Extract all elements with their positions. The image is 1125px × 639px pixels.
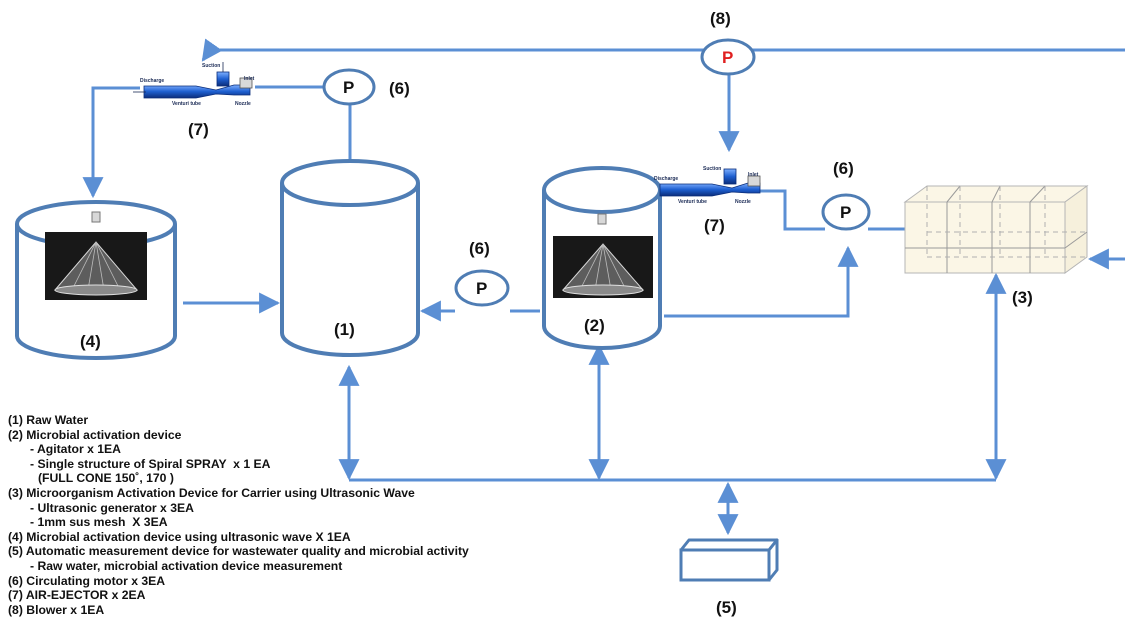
legend-item: - Raw water, microbial activation device…: [30, 558, 343, 573]
label-tank-2: (2): [584, 316, 605, 335]
label-box-5: (5): [716, 598, 737, 617]
pump-6-top: P (6): [322, 68, 410, 106]
tank-2-microbial-activation: (2): [542, 166, 662, 350]
pump-6-right: P (6): [821, 159, 871, 231]
legend-item: (7) AIR-EJECTOR x 2EA: [8, 588, 146, 603]
label-blower-8: (8): [710, 9, 731, 28]
label-pump-6-right: (6): [833, 159, 854, 178]
air-ejector-7-left: Suction Discharge Inlet Venturi tube Noz…: [133, 62, 255, 139]
legend-item: (4) Microbial activation device using ul…: [8, 529, 351, 544]
pump-letter: P: [840, 203, 851, 222]
pump-letter: P: [343, 78, 354, 97]
box-3-carrier-ultrasonic-device: (3): [903, 185, 1089, 307]
spray-nozzle-right: [597, 213, 607, 225]
legend-item: (3) Microorganism Activation Device for …: [8, 485, 415, 500]
ejector-right-venturi-text: Venturi tube: [678, 199, 707, 205]
blower-letter: P: [722, 48, 733, 67]
ejector-left-venturi-text: Venturi tube: [172, 101, 201, 107]
air-ejector-7-right: Suction Discharge Inlet Venturi tube Noz…: [654, 166, 761, 235]
pump-letter: P: [476, 279, 487, 298]
pipe-blower-to-ejector-left: [201, 38, 1125, 62]
pipe-ejector-left-to-tank4: [82, 86, 140, 199]
pipe-tank2-to-pump-right: [664, 245, 859, 318]
legend-item: - 1mm sus mesh X 3EA: [30, 515, 168, 530]
pump-6-middle: P (6): [454, 239, 510, 307]
label-tank-1: (1): [334, 320, 355, 339]
spray-nozzle-left: [91, 211, 101, 223]
ejector-right-inlet-text: Inlet: [748, 172, 759, 178]
legend-item: (6) Circulating motor x 3EA: [8, 573, 166, 588]
ejector-left-suction-text: Suction: [202, 63, 220, 69]
ejector-left-nozzle-text: Nozzle: [235, 101, 251, 107]
label-box-3: (3): [1012, 288, 1033, 307]
legend-item: (8) Blower x 1EA: [8, 602, 105, 617]
ejector-left-inlet-text: Inlet: [244, 76, 255, 82]
ejector-right-suction-text: Suction: [703, 166, 721, 172]
pipe-pump-right-to-ejector: [752, 189, 825, 231]
tank-4-ultrasonic-device: (4): [15, 200, 177, 360]
legend-item: - Single structure of Spiral SPRAY x 1 E…: [30, 456, 271, 471]
box-5-measurement-device: (5): [679, 538, 779, 617]
ejector-left-discharge-text: Discharge: [140, 78, 164, 84]
ejector-right-discharge-text: Discharge: [654, 176, 678, 182]
label-pump-6-middle: (6): [469, 239, 490, 258]
legend-item: (FULL CONE 150˚, 170 ): [38, 471, 174, 486]
label-tank-4: (4): [80, 332, 101, 351]
legend-item: (2) Microbial activation device: [8, 427, 182, 442]
component-legend: (1) Raw Water(2) Microbial activation de…: [8, 413, 469, 617]
legend-item: (1) Raw Water: [8, 413, 89, 427]
legend-item: (5) Automatic measurement device for was…: [8, 544, 469, 559]
ejector-right-nozzle-text: Nozzle: [735, 199, 751, 205]
legend-item: - Ultrasonic generator x 3EA: [30, 500, 194, 515]
label-ejector-7-left: (7): [188, 120, 209, 139]
blower-8: P (8): [700, 9, 756, 76]
tank-1-raw-water: (1): [280, 159, 420, 357]
legend-item: - Agitator x 1EA: [30, 442, 121, 457]
label-ejector-7-right: (7): [704, 216, 725, 235]
label-pump-6-top: (6): [389, 79, 410, 98]
